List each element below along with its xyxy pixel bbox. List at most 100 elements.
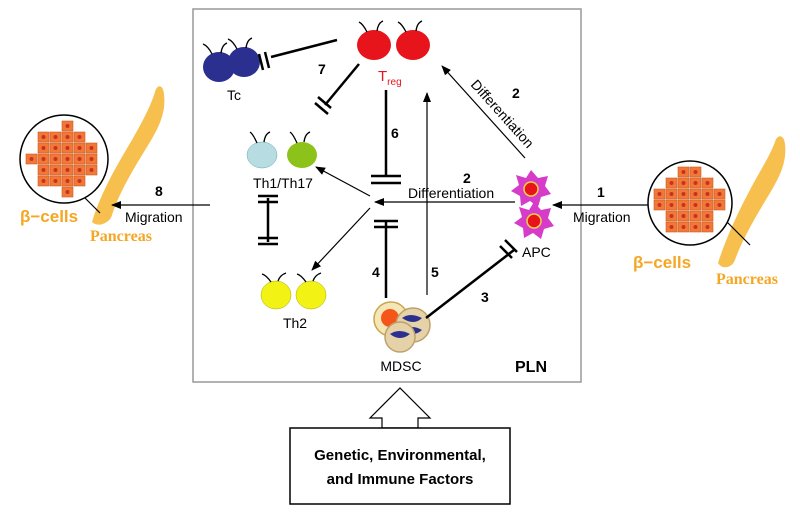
inhibit-bar [314,102,329,115]
migration-label-right: Migration [573,209,631,225]
beta-cell-nucleus [681,192,686,196]
treg-label-main: T [378,68,387,85]
inhibit-bar [317,96,332,109]
beta-cell-nucleus [41,168,46,172]
migration-label-left: Migration [125,209,183,225]
beta-cell-nucleus [65,157,70,161]
beta-cell-nucleus [681,181,686,185]
beta-cell-nucleus [65,146,70,150]
pln-box [192,8,582,383]
beta-cell-nucleus [657,203,662,207]
arrow-apc-treg [441,65,526,159]
beta-cell-nucleus [693,225,698,229]
pancreas-left: β−cells Pancreas [19,86,165,245]
th17-cell [287,131,317,168]
pathway-number-2: 2 [512,85,520,101]
tc-cell [227,37,260,77]
beta-cell-nucleus [657,192,662,196]
treg-cell [357,20,391,60]
beta-cell-nucleus [693,192,698,196]
beta-cell-nucleus [77,135,82,139]
inhibit-line-mdsc-apc [425,249,515,319]
beta-cell-nucleus [53,157,58,161]
beta-cell-nucleus [53,179,58,183]
inhibit-bar [499,245,513,259]
mdsc-cells: MDSC [373,301,431,374]
beta-cell-nucleus [65,124,70,128]
beta-cell-nucleus [89,157,94,161]
inhibit-line-treg-th1 [324,63,360,106]
beta-cell-nucleus [77,168,82,172]
beta-cell-nucleus [705,225,710,229]
pathway-number-5: 5 [431,264,439,280]
th2-cells: Th2 [260,272,327,331]
apc-cells: APC [511,170,554,260]
beta-cell-nucleus [705,192,710,196]
apc-cell [511,170,551,207]
pancreas-label-left: Pancreas [90,228,152,245]
inhibit-bar [263,51,271,69]
apc-cell [514,202,554,239]
arrow-center-th2 [311,207,371,271]
beta-cell-nucleus [705,181,710,185]
beta-cell-nucleus [53,146,58,150]
beta-cell-nucleus [669,181,674,185]
beta-cell-nucleus [693,214,698,218]
beta-cell-nucleus [53,168,58,172]
beta-cell-nucleus [65,168,70,172]
tc-label: Tc [227,87,241,103]
pathway-number-4: 4 [372,264,380,280]
factors-line-2: and Immune Factors [327,471,474,488]
beta-cell-nucleus [41,146,46,150]
beta-cell-nucleus [717,192,722,196]
pathway-number-3: 3 [481,289,489,305]
beta-cell-nucleus [77,146,82,150]
inhibit-line-treg-tc [270,38,338,59]
tc-cell [202,42,235,82]
pancreas-label-right: Pancreas [716,271,778,288]
beta-cell-nucleus [681,225,686,229]
inhibit-bar [257,53,265,71]
beta-cell-nucleus [41,135,46,139]
beta-cell-nucleus [693,170,698,174]
th2-cell [260,272,292,310]
beta-cell-nucleus [41,157,46,161]
pathway-number-2b: 2 [463,170,471,186]
beta-cell-nucleus [41,179,46,183]
mdsc-label: MDSC [380,358,421,374]
factors-box [289,427,511,505]
th2-cell [295,272,327,310]
pathway-number-7: 7 [318,61,326,77]
tc-cells: Tc [202,37,260,103]
factors-up-arrow [368,387,432,429]
beta-cell-nucleus [65,135,70,139]
beta-cell-nucleus [77,157,82,161]
beta-cell-nucleus [89,146,94,150]
beta-cell-nucleus [681,214,686,218]
th1-th17-label: Th1/Th17 [253,175,313,191]
differentiation-label-mid: Differentiation [408,185,494,201]
beta-cell-nucleus [693,181,698,185]
beta-cell-nucleus [669,214,674,218]
beta-cell-nucleus [681,203,686,207]
pancreas-shape-right [718,136,786,268]
treg-cells: Treg [357,20,430,88]
mdsc-cell [384,321,416,353]
beta-cell-nucleus [705,203,710,207]
connectors [111,38,648,319]
pancreas-right: β−cells Pancreas [633,136,786,288]
arrow-center-th1 [315,166,371,197]
beta-cell-nucleus [29,157,34,161]
th2-label: Th2 [283,315,307,331]
pathway-number-8: 8 [155,183,163,199]
beta-cell-nucleus [77,179,82,183]
differentiation-label-top: Differentiation [468,76,538,151]
beta-cell-nucleus [681,170,686,174]
inhibit-bar [504,239,518,253]
beta-cell-nucleus [53,135,58,139]
beta-cell-nucleus [65,190,70,194]
beta-cell-nucleus [669,225,674,229]
beta-cell-nucleus [65,179,70,183]
beta-cell-nucleus [89,168,94,172]
